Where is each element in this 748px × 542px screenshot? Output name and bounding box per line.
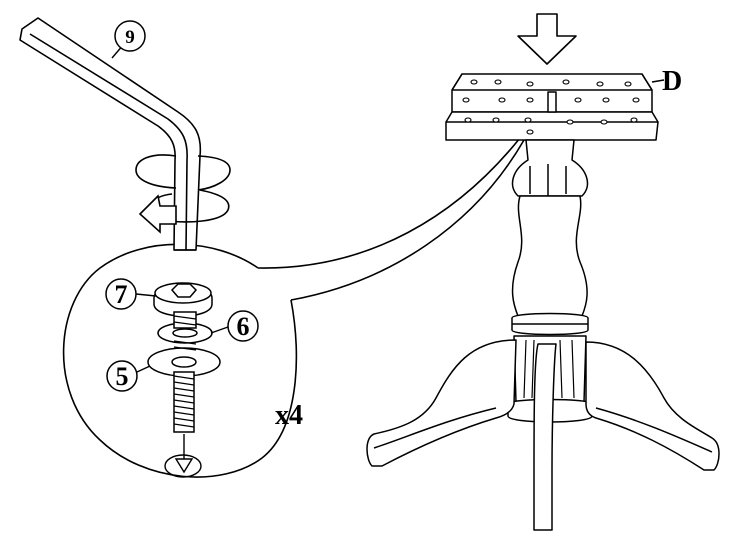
quantity-label: x4 bbox=[275, 400, 303, 431]
pedestal-leg-front bbox=[533, 343, 557, 531]
connector-upper-line bbox=[257, 137, 521, 269]
top-plate-holes bbox=[462, 79, 640, 135]
callout-label-bolt: 7 bbox=[115, 280, 128, 309]
callout-label-top-plate: D bbox=[662, 66, 682, 97]
callout-top-plate-leader bbox=[651, 79, 665, 83]
pedestal-leg-right bbox=[585, 341, 720, 471]
bolt-threads bbox=[173, 315, 197, 428]
small-arrow-down-icon bbox=[164, 434, 202, 478]
pedestal-legs bbox=[366, 339, 720, 531]
callout-label-lock-washer: 6 bbox=[237, 312, 250, 341]
hex-socket-icon bbox=[170, 283, 198, 298]
bolt-assembly bbox=[147, 282, 221, 433]
hex-key bbox=[19, 17, 202, 251]
rotate-arrow-icon bbox=[135, 154, 231, 234]
callout-bolt: 7 bbox=[105, 278, 157, 310]
detail-circle-outline bbox=[62, 243, 298, 478]
callout-hex-key: 9 bbox=[111, 20, 146, 59]
callout-flat-washer: 5 bbox=[106, 360, 151, 392]
callout-label-flat-washer: 5 bbox=[116, 362, 129, 391]
column-flutes bbox=[523, 339, 575, 399]
callout-label-hex-key: 9 bbox=[125, 27, 135, 48]
detail-magnifier bbox=[62, 137, 525, 478]
arrow-down-icon bbox=[517, 13, 577, 65]
pedestal-leg-left bbox=[366, 339, 517, 467]
connector-lower-line bbox=[290, 139, 525, 301]
callout-lock-washer: 6 bbox=[210, 310, 259, 342]
